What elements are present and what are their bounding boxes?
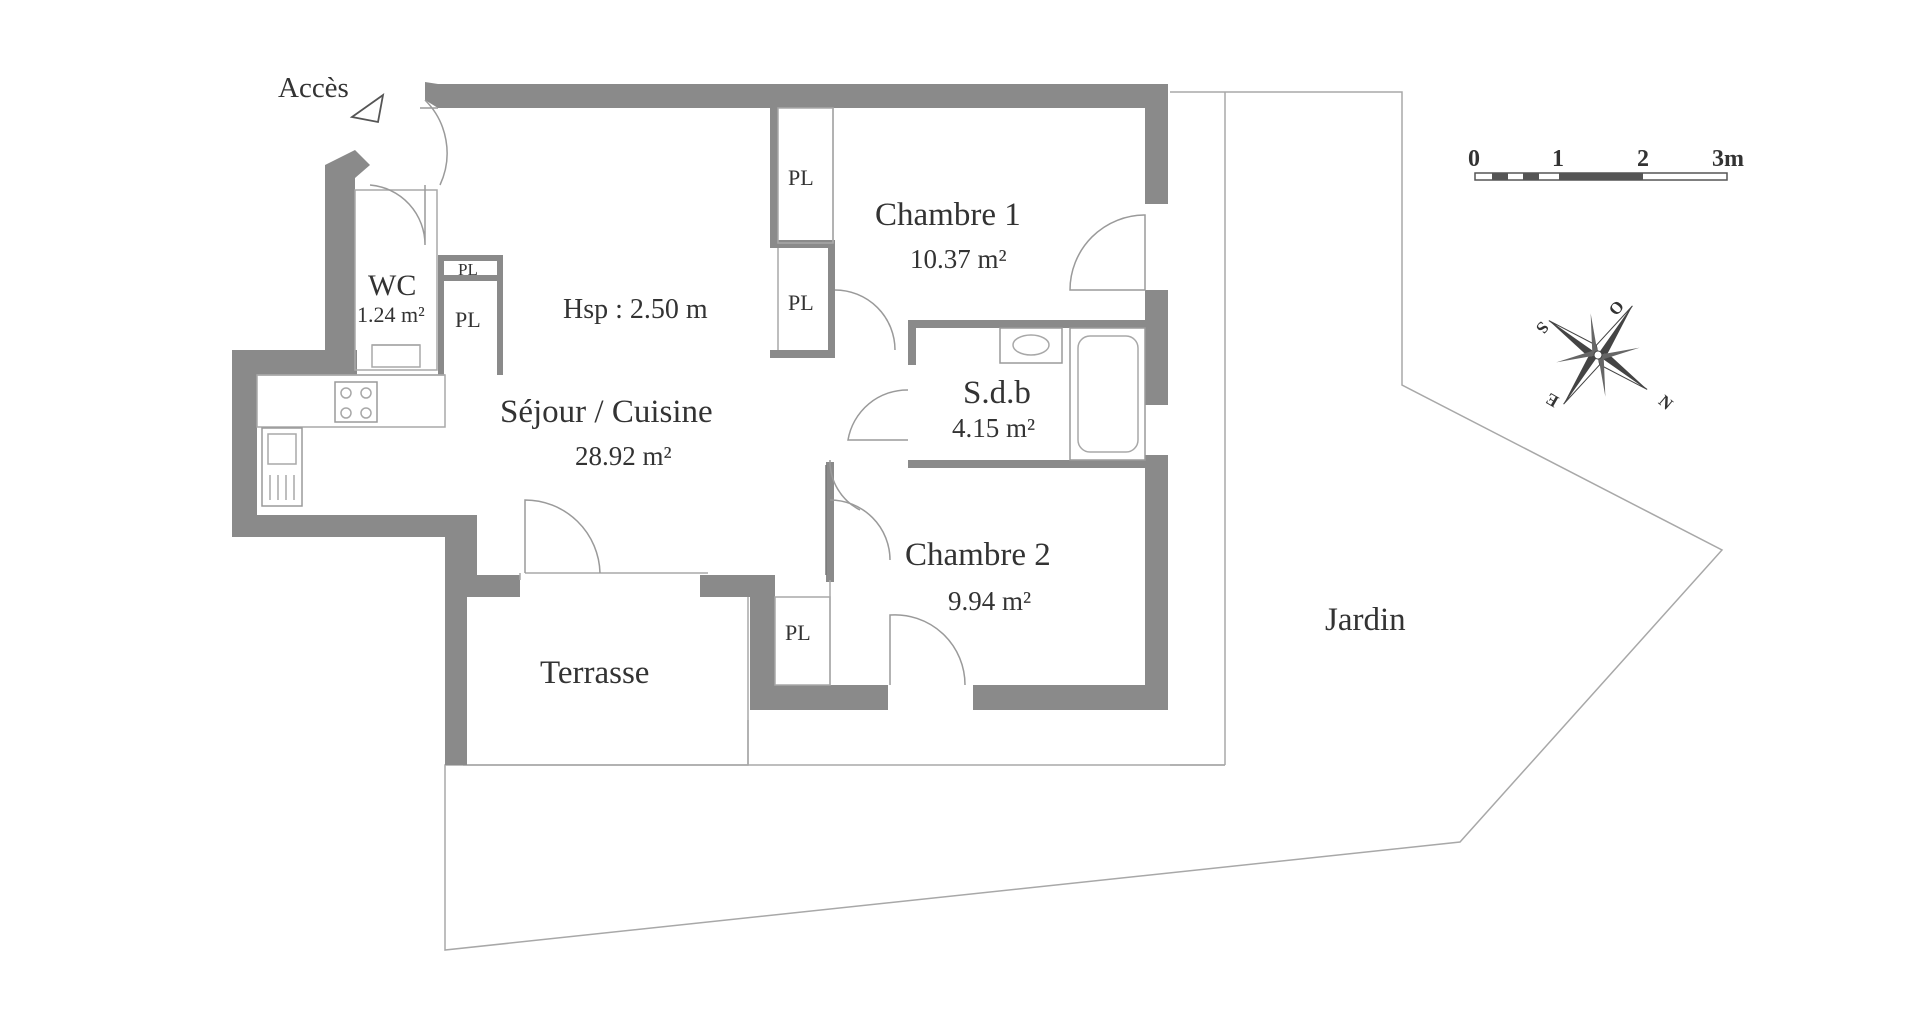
chambre2-name: Chambre 2 bbox=[905, 537, 1051, 573]
ceiling-height: Hsp : 2.50 m bbox=[563, 294, 708, 325]
pl-door bbox=[834, 289, 896, 351]
pl-label-wc: PL bbox=[455, 307, 481, 332]
chambre1-name: Chambre 1 bbox=[875, 197, 1021, 233]
chambre2-bottom-door bbox=[889, 614, 966, 686]
chambre2-door bbox=[829, 499, 891, 561]
sdb-door bbox=[847, 389, 909, 441]
terrasse-name: Terrasse bbox=[540, 655, 649, 691]
compass-rose-icon: N S E O bbox=[1532, 297, 1677, 414]
sdb-area: 4.15 m² bbox=[952, 413, 1035, 443]
access-arrow-icon bbox=[349, 92, 385, 124]
compass-east: E bbox=[1543, 389, 1562, 411]
wc-door bbox=[369, 184, 426, 246]
wc-name: WC bbox=[368, 269, 416, 302]
sdb-name: S.d.b bbox=[963, 375, 1031, 411]
chambre2-area: 9.94 m² bbox=[948, 586, 1031, 616]
scale-bar: 0 1 2 3m bbox=[1468, 146, 1744, 181]
pl-label-small: PL bbox=[458, 260, 478, 279]
walls bbox=[232, 82, 1168, 765]
interior-lines bbox=[256, 107, 1146, 686]
sejour-area: 28.92 m² bbox=[575, 441, 672, 471]
garden-boundary bbox=[444, 91, 1724, 951]
entry-door bbox=[420, 99, 448, 186]
doors bbox=[369, 99, 1146, 686]
scale-label-3m: 3m bbox=[1712, 146, 1744, 172]
jardin-name: Jardin bbox=[1325, 602, 1406, 638]
pl-label-1: PL bbox=[788, 165, 814, 190]
pl-label-3: PL bbox=[785, 620, 811, 645]
sdb-bottom-door bbox=[829, 459, 861, 511]
chambre1-door bbox=[1069, 214, 1146, 291]
wc-area: 1.24 m² bbox=[357, 302, 425, 327]
terrace-outline bbox=[463, 572, 1225, 766]
terrace-door bbox=[524, 499, 601, 574]
scale-label-2: 2 bbox=[1637, 146, 1649, 172]
pl-label-2: PL bbox=[788, 290, 814, 315]
sejour-name: Séjour / Cuisine bbox=[500, 394, 713, 430]
compass-north: N bbox=[1655, 391, 1677, 414]
bathtub bbox=[1069, 327, 1146, 461]
acces-label: Accès bbox=[278, 72, 349, 104]
washbasin bbox=[999, 327, 1063, 364]
scale-label-0: 0 bbox=[1468, 146, 1480, 172]
chambre1-area: 10.37 m² bbox=[910, 244, 1007, 274]
scale-label-1: 1 bbox=[1552, 146, 1564, 172]
